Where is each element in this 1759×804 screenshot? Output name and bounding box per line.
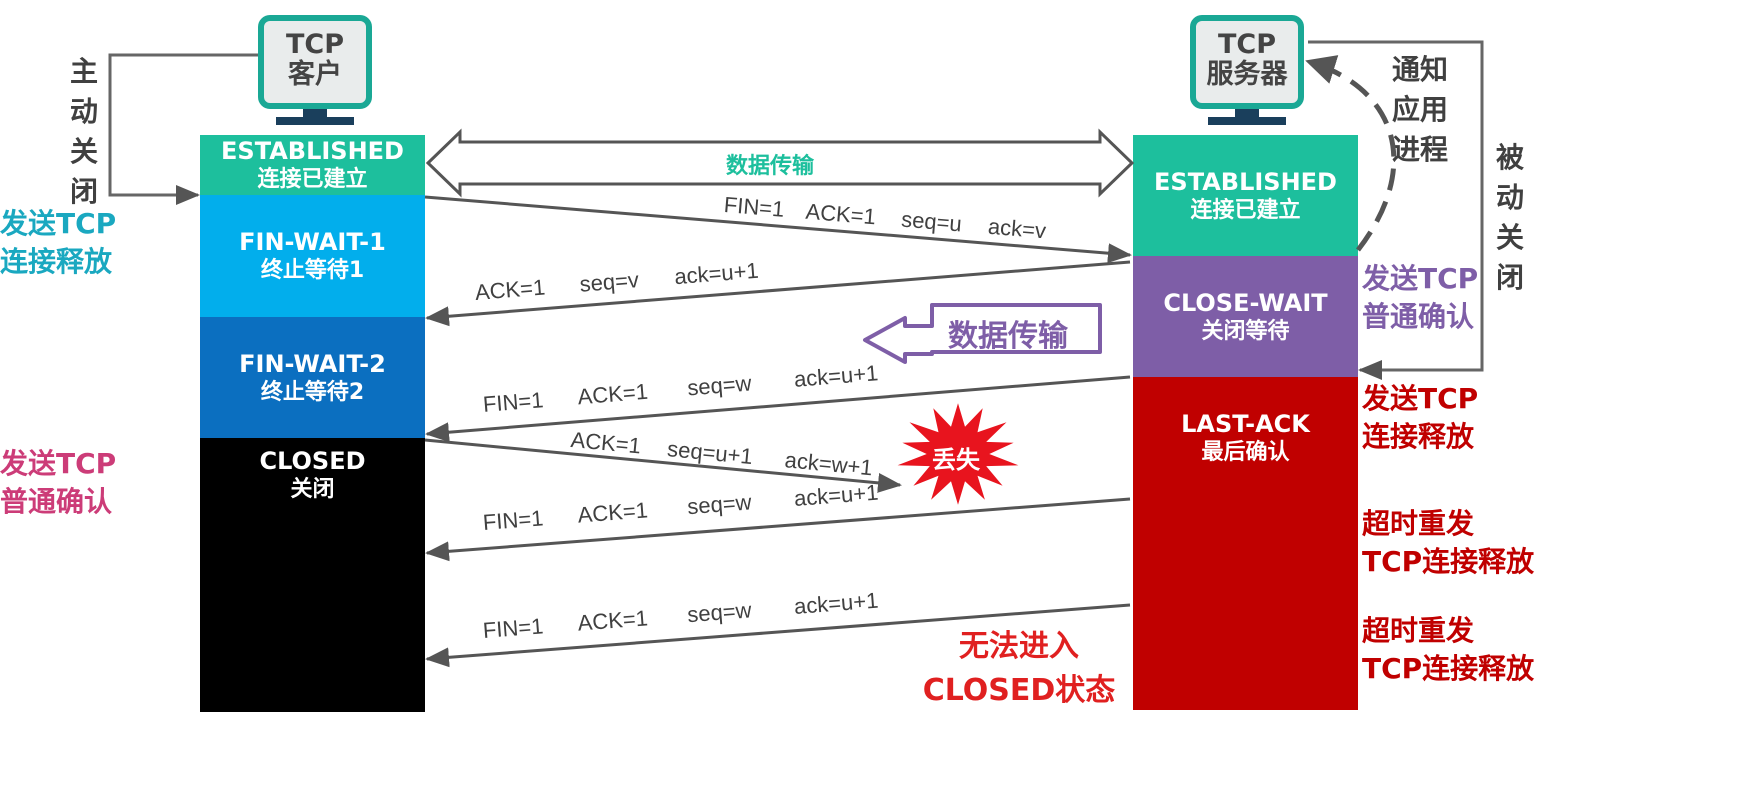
message-5-arrow [425,497,1131,562]
cannot-close-line2: CLOSED状态 [922,673,1116,708]
client-state-closed: CLOSED 关闭 [200,438,425,712]
message-1-arrow [424,195,1132,264]
message-6-field: seq=w [686,597,753,628]
left-note-send-release: 发送TCP 连接释放 [0,205,116,281]
message-1-field: ack=v [987,213,1048,244]
client-state-established: ESTABLISHED 连接已建立 [200,135,425,195]
cannot-close-note: 无法进入 CLOSED状态 [914,625,1124,713]
message-2-arrow [425,260,1131,327]
server-base [1208,117,1286,125]
client-state-fin-wait-1-en: FIN-WAIT-1 [239,228,386,256]
right-note-retransmit-2: 超时重发 TCP连接释放 [1362,612,1534,688]
right-note-retransmit-1: 超时重发 TCP连接释放 [1362,505,1534,581]
message-5-field: seq=w [686,489,753,520]
notify-app-arrow [1305,55,1397,252]
right-note-retransmit-1-line1: 超时重发 [1362,507,1475,540]
active-close-label: 主 动 关 闭 [69,55,98,208]
server-label-line1: TCP [1217,29,1277,60]
server-state-last-ack: LAST-ACK 最后确认 [1133,377,1358,710]
server-state-close-wait-en: CLOSE-WAIT [1163,288,1328,317]
message-1-field: seq=u [900,206,963,237]
message-6-arrow [425,603,1131,668]
client-label-line1: TCP [285,29,345,60]
active-close-connector [108,53,258,205]
lost-label: 丢失 [932,446,980,474]
server-stand [1235,109,1259,117]
passive-close-connector [1308,40,1484,380]
client-state-fin-wait-1: FIN-WAIT-1 终止等待1 [200,195,425,317]
right-note-send-release: 发送TCP 连接释放 [1362,380,1478,456]
client-state-fin-wait-2-en: FIN-WAIT-2 [239,349,386,378]
data-transfer-arrow [425,128,1135,198]
left-note-send-ack-line1: 发送TCP [0,447,117,480]
server-state-last-ack-en: LAST-ACK [1181,410,1310,438]
client-state-established-en: ESTABLISHED [221,137,404,165]
left-note-send-release-line2: 连接释放 [0,245,113,278]
right-note-retransmit-1-line2: TCP连接释放 [1362,545,1535,578]
client-state-fin-wait-2: FIN-WAIT-2 终止等待2 [200,317,425,438]
right-note-send-ack-line2: 普通确认 [1362,300,1475,333]
client-stand [303,109,327,117]
server-state-established-en: ESTABLISHED [1154,167,1337,196]
data-transfer-label: 数据传输 [726,154,815,179]
left-note-send-ack-line2: 普通确认 [0,485,113,518]
client-computer-icon: TCP 客户 [258,15,372,109]
server-data-transfer-arrow-box [863,303,1102,364]
message-3-arrow [425,375,1131,443]
server-state-established: ESTABLISHED 连接已建立 [1133,135,1358,256]
left-note-send-ack: 发送TCP 普通确认 [0,445,116,521]
left-note-send-release-line1: 发送TCP [0,207,117,240]
right-note-send-release-line1: 发送TCP [1362,382,1479,415]
message-4-arrow [424,438,902,493]
server-label-line2: 服务器 [1206,59,1288,90]
message-5-field: ACK=1 [576,497,649,528]
message-5-field: FIN=1 [482,505,545,535]
client-state-closed-cn: 关闭 [290,477,335,502]
message-3-field: seq=w [686,370,753,401]
right-note-retransmit-2-line1: 超时重发 [1362,614,1475,647]
client-state-fin-wait-1-cn: 终止等待1 [260,258,365,283]
client-state-closed-en: CLOSED [259,447,366,475]
right-note-send-ack-line1: 发送TCP [1362,262,1479,295]
message-6-field: ACK=1 [576,605,649,636]
client-label-line2: 客户 [288,59,342,90]
server-data-transfer-label: 数据传输 [948,319,1068,354]
server-state-close-wait: CLOSE-WAIT 关闭等待 [1133,256,1358,377]
message-2-field: ACK=1 [474,274,547,305]
right-note-send-ack: 发送TCP 普通确认 [1362,260,1478,336]
client-state-established-cn: 连接已建立 [257,167,368,192]
server-computer-icon: TCP 服务器 [1190,15,1304,109]
cannot-close-line1: 无法进入 [959,629,1079,664]
lost-starburst-icon [897,403,1019,505]
right-note-retransmit-2-line2: TCP连接释放 [1362,652,1535,685]
server-state-close-wait-cn: 关闭等待 [1201,318,1290,344]
passive-close-label: 被 动 关 闭 [1495,141,1524,294]
message-6-field: FIN=1 [482,613,545,643]
right-note-send-release-line2: 连接释放 [1362,420,1475,453]
notify-app-label: 通知 应用 进程 [1391,53,1448,166]
client-base [276,117,354,125]
message-2-field: seq=v [578,267,640,297]
server-state-established-cn: 连接已建立 [1190,197,1301,223]
client-state-fin-wait-2-cn: 终止等待2 [260,379,365,405]
message-3-field: FIN=1 [482,387,545,417]
server-state-last-ack-cn: 最后确认 [1201,440,1290,465]
message-1-field: FIN=1 [722,192,786,222]
